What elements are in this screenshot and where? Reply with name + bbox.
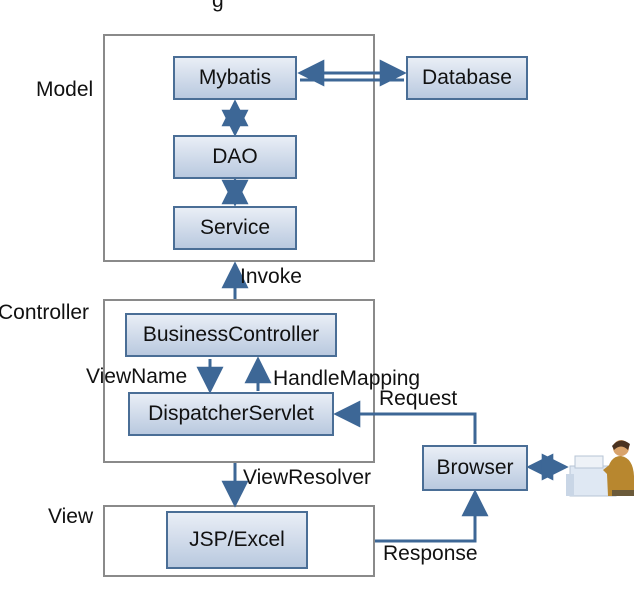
controller-layer-label: Controller (0, 301, 90, 324)
request-label: Request (379, 387, 458, 410)
response-arrow (375, 489, 489, 543)
business-controller-node: BusinessController (125, 313, 337, 357)
controller-layer-frame (103, 299, 375, 463)
view-layer-label: View (48, 505, 94, 528)
dispatcher-servlet-node: DispatcherServlet (128, 392, 334, 436)
browser-node: Browser (422, 445, 528, 491)
model-layer-label: Model (36, 78, 94, 101)
request-arrow (333, 400, 477, 444)
jsp-excel-node: JSP/Excel (166, 511, 308, 569)
service-node: Service (173, 206, 297, 250)
database-node: Database (406, 56, 528, 100)
mybatis-node: Mybatis (173, 56, 297, 100)
viewname-label: ViewName (86, 365, 188, 388)
handlemapping-label: HandleMapping (273, 367, 421, 390)
invoke-label: Invoke (240, 265, 302, 288)
dao-node: DAO (173, 135, 297, 179)
viewresolver-label: ViewResolver (243, 466, 371, 489)
response-label: Response (383, 542, 478, 565)
top-caption: g (212, 0, 224, 12)
model-layer-frame (103, 34, 375, 262)
